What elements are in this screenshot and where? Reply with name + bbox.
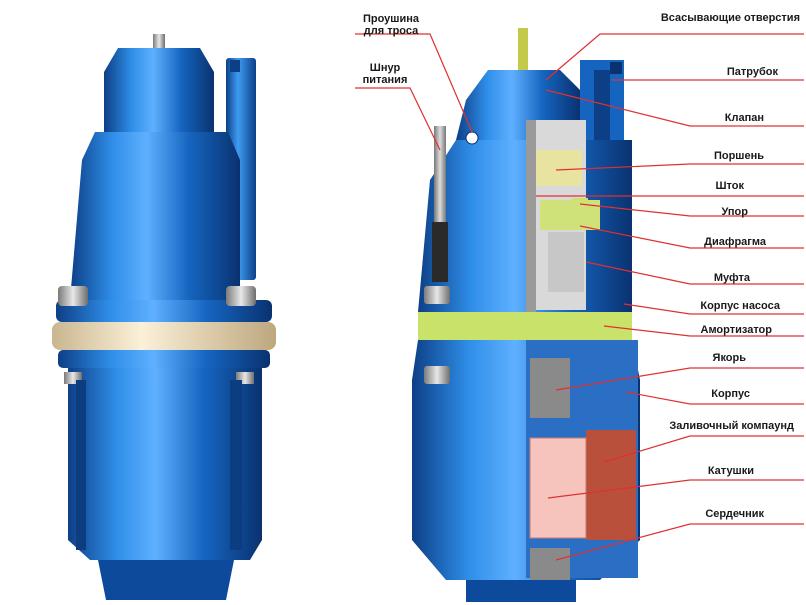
diaphragm	[540, 200, 600, 230]
upper-body	[70, 132, 240, 300]
lower-body	[68, 368, 262, 560]
label-coupling: Муфта	[713, 272, 750, 284]
rubber-band	[52, 322, 276, 350]
label-core: Сердечник	[705, 508, 764, 520]
leader-lines	[355, 33, 804, 561]
filling-compound	[586, 430, 636, 540]
label-suction-holes: Всасывающие отверстия	[660, 12, 800, 24]
label-housing: Корпус	[711, 388, 750, 400]
label-pump-housing: Корпус насоса	[700, 300, 780, 312]
label-outlet-pipe: Патрубок	[726, 66, 778, 78]
label-valve: Клапан	[724, 112, 764, 124]
label-shock-absorber: Амортизатор	[700, 324, 773, 336]
coupling	[548, 232, 584, 292]
label-power-cord: Шнур питания	[356, 62, 414, 86]
pump-cutaway	[412, 28, 640, 602]
pump-exterior	[52, 34, 276, 600]
cable-eye	[465, 131, 479, 145]
rod	[526, 120, 536, 440]
label-cable-eye-line2: для троса	[363, 25, 419, 37]
top-bolt	[153, 34, 165, 48]
label-piston: Поршень	[713, 150, 764, 162]
label-power-cord-line2: питания	[362, 74, 408, 86]
label-filling-compound: Заливочный компаунд	[669, 420, 794, 432]
label-stop: Упор	[721, 206, 748, 218]
armature	[530, 358, 570, 418]
label-rod: Шток	[715, 180, 744, 192]
label-diaphragm: Диафрагма	[704, 236, 766, 248]
label-cable-eye: Проушина для троса	[356, 13, 426, 37]
label-power-cord-line1: Шнур	[369, 62, 401, 74]
power-cord	[434, 126, 446, 226]
shock-absorber	[418, 312, 632, 340]
base-foot	[98, 560, 234, 600]
flange	[56, 300, 272, 322]
label-cable-eye-line1: Проушина	[362, 13, 419, 25]
top-stem	[518, 28, 528, 72]
coils	[529, 437, 587, 539]
bolt-left-upper	[58, 286, 88, 306]
bolt-right-upper	[226, 286, 256, 306]
label-armature: Якорь	[712, 352, 746, 364]
piston	[534, 150, 582, 186]
label-coils: Катушки	[707, 465, 754, 477]
top-cap	[104, 48, 214, 132]
